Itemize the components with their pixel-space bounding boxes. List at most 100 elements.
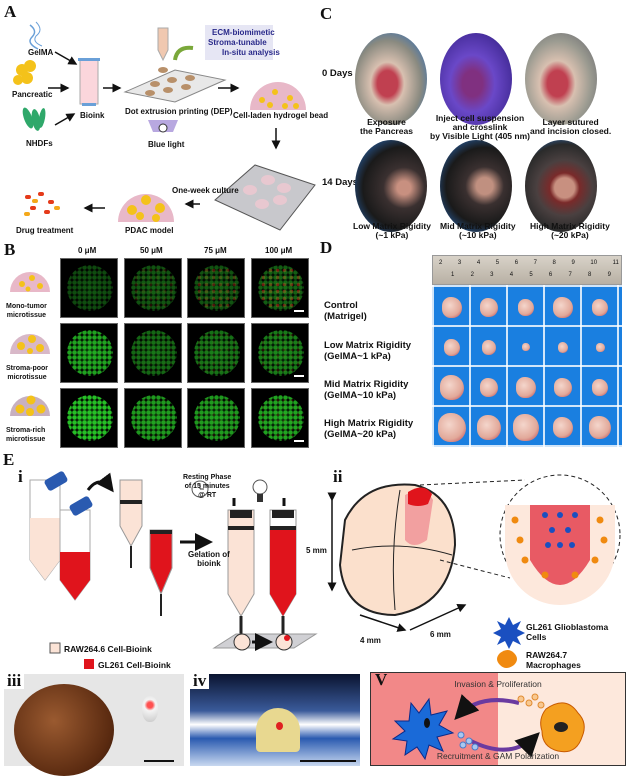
microscopy-tile — [251, 258, 309, 318]
microscopy-tile — [60, 323, 118, 383]
gelma-label: GelMA — [28, 48, 54, 57]
curved-arrow-icon — [173, 45, 194, 61]
microscopy-tile — [187, 323, 245, 383]
culture-label: One-week culture — [172, 186, 239, 195]
legend-raw-label: RAW264.6 Cell-Bioink — [64, 644, 152, 654]
scale-bar — [144, 760, 174, 762]
caption-inject: Inject cell suspension and crosslink by … — [430, 113, 530, 141]
tumor-sample — [558, 342, 568, 353]
tumor-sample — [516, 377, 536, 398]
dim-4mm: 4 mm — [360, 636, 381, 645]
photo-coin-bead — [4, 674, 184, 776]
tumor-sample — [480, 378, 498, 397]
blue-light-icon — [148, 120, 178, 133]
microscopy-tile — [60, 258, 118, 318]
microscopy-tile — [60, 388, 118, 448]
bioink-tube-icon — [78, 58, 100, 106]
row-mono-tumor: Mono-tumor microtissue — [6, 303, 47, 319]
row-high: High Matrix Rigidity (GelMA~20 kPa) — [324, 418, 414, 440]
legend-gl261-label: GL261 Cell-Bioink — [98, 660, 171, 670]
legend-macrophages: RAW264.7 Macrophages — [526, 650, 581, 670]
feature-2: Stroma-tunable — [208, 38, 267, 47]
ruler-tick-label: 9 — [571, 260, 575, 266]
bead-label: Cell-laden hydrogel bead — [233, 111, 329, 120]
syringes-icon — [119, 479, 173, 616]
microscopy-tile — [187, 258, 245, 318]
microscopy-tile — [251, 388, 309, 448]
ruler-tick-label: 3 — [457, 260, 462, 266]
tumor-sample — [554, 378, 572, 397]
features-box — [205, 25, 273, 60]
drug-label: Drug treatment — [16, 226, 74, 235]
ruler-tick-label: 6 — [548, 272, 553, 278]
tumor-sample — [553, 297, 573, 318]
tumor-sample — [442, 297, 462, 318]
tumor-sample — [595, 342, 605, 352]
ruler-tick-label: 2 — [439, 260, 443, 266]
ruler-tick-label: 7 — [568, 272, 572, 278]
zoom-inset-icon — [419, 474, 621, 605]
pancreatic-label: Pancreatic — [12, 90, 53, 99]
panel-b-label: B — [4, 240, 16, 259]
tumor-sample — [522, 343, 530, 352]
resting-phase-label: Resting Phase of 15 minutes @ RT — [183, 474, 232, 499]
tumor-sample — [592, 299, 608, 316]
ruler-tick-label: 2 — [470, 272, 474, 278]
interaction-schematic: Invasion & Proliferation Recruitment & G… — [370, 672, 626, 766]
ruler-tick-label: 4 — [476, 260, 481, 266]
pdac-label: PDAC model — [125, 226, 174, 235]
tumor-grid — [432, 285, 622, 447]
pancreatic-cells-icon — [13, 60, 36, 85]
microscopy-tile — [124, 323, 182, 383]
photo-sutured — [525, 33, 597, 125]
row-mid: Mid Matrix Rigidity (GelMA~10 kPa) — [324, 379, 409, 401]
curved-arrow-icon — [86, 472, 114, 493]
photo-low-rigidity — [355, 140, 427, 232]
tumor-sample — [444, 339, 460, 356]
panel-e-label: E — [3, 450, 15, 469]
caption-sutured: Layer sutured and incision closed. — [530, 117, 612, 136]
col-0um: 0 μM — [78, 246, 97, 255]
sub-iv-label: iv — [190, 672, 210, 689]
day-14-label: 14 Days — [322, 177, 358, 188]
ruler-tick-label: 9 — [607, 272, 611, 278]
macrophage-icon — [497, 650, 517, 668]
feature-1: ECM-biomimetic — [212, 28, 275, 37]
ruler-tick-label: 11 — [612, 260, 619, 266]
legend-swatch-gl261 — [84, 659, 94, 669]
day-0-label: 0 Days — [322, 68, 353, 79]
tumor-sample — [477, 415, 501, 441]
sub-v-label: V — [375, 670, 388, 689]
ruler-tick-label: 7 — [533, 260, 537, 266]
dep-label: Dot extrusion printing (DEP) — [125, 107, 233, 116]
microscopy-tile — [124, 258, 182, 318]
sub-iii-label: iii — [4, 672, 25, 689]
feature-3: In-situ analysis — [222, 48, 280, 57]
row-low: Low Matrix Rigidity (GelMA~1 kPa) — [324, 340, 412, 362]
tumor-sample — [513, 414, 539, 442]
legend-swatch-raw — [49, 642, 61, 654]
scale-bar — [294, 375, 304, 377]
tumor-sample — [589, 416, 611, 440]
tumor-sample — [438, 413, 466, 443]
microscopy-tile — [187, 388, 245, 448]
caption-high: High Matrix Rigidity (~20 kPa) — [530, 221, 610, 240]
blue-light-label: Blue light — [148, 140, 185, 149]
stroma-rich-icon — [10, 395, 50, 416]
hydrogel-bead-icon — [250, 82, 306, 110]
bioink-label: Bioink — [80, 111, 105, 120]
col-50um: 50 μM — [140, 246, 163, 255]
col-75um: 75 μM — [204, 246, 227, 255]
legend-glioblastoma: GL261 Glioblastoma Cells — [526, 622, 609, 642]
ruler-tick-label: 10 — [590, 260, 598, 266]
gelma-icon — [29, 21, 43, 50]
ruler-tick-label: 6 — [514, 260, 519, 266]
glioblastoma-cell-icon — [391, 697, 455, 761]
sub-i-label: i — [15, 468, 26, 485]
brain-tissue-icon — [327, 483, 467, 632]
tube-cap-icon — [44, 471, 68, 491]
mono-tumor-icon — [10, 272, 50, 292]
dim-6mm: 6 mm — [430, 630, 451, 639]
clock-icon — [191, 480, 209, 498]
coin-icon — [14, 684, 114, 776]
